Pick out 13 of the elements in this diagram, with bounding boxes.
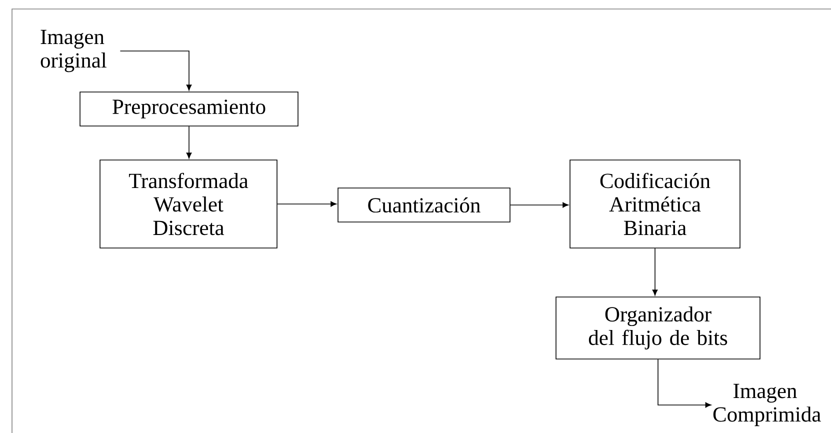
io-label: Imagen Comprimida bbox=[713, 384, 821, 426]
arrow bbox=[120, 50, 192, 91]
process-box: Transformada Wavelet Discreta bbox=[100, 160, 278, 248]
process-box: Organizador del flujo de bits bbox=[556, 296, 760, 360]
process-box: Preprocesamiento bbox=[80, 92, 298, 126]
process-box: Cuantización bbox=[338, 188, 510, 222]
arrow bbox=[277, 201, 337, 207]
arrow bbox=[510, 202, 569, 208]
arrow bbox=[186, 126, 192, 159]
arrow bbox=[658, 358, 712, 408]
io-label: Imagen original bbox=[40, 30, 106, 72]
process-box: Codificación Aritmética Binaria bbox=[570, 160, 740, 248]
arrow bbox=[652, 248, 658, 296]
